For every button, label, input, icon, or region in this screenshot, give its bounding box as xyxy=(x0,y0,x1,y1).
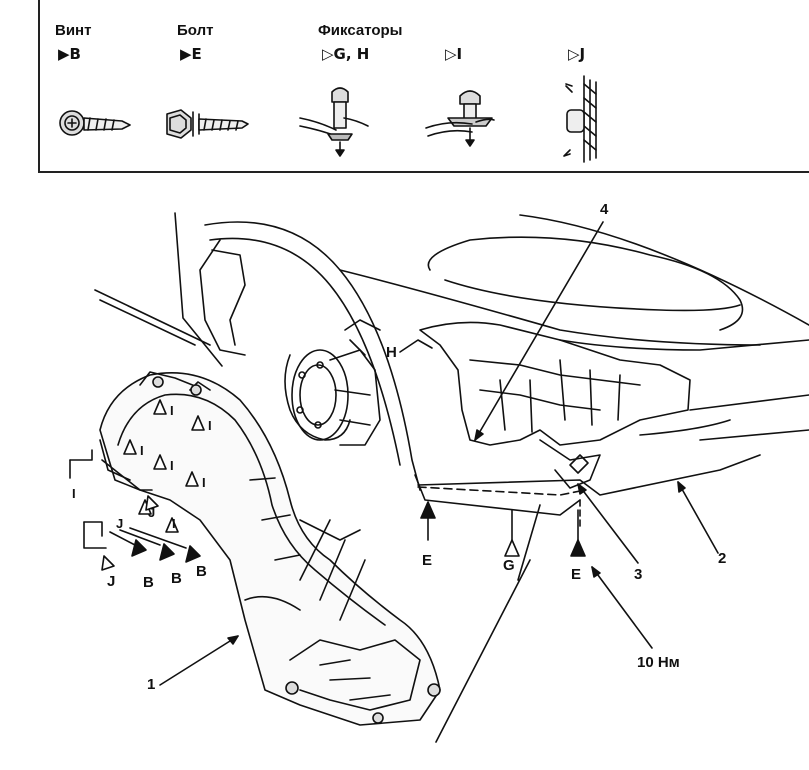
callout-j-3: J xyxy=(107,573,116,590)
leader-part-4 xyxy=(474,221,604,441)
leader-part-2 xyxy=(677,481,719,554)
callout-i-6: I xyxy=(72,486,76,501)
hood-curve xyxy=(427,236,744,331)
body-line-top-2 xyxy=(99,299,196,346)
legend-clip-j-symbol: ▷J xyxy=(568,45,586,63)
clip-j-marker-2 xyxy=(145,495,159,511)
callout-b-3: B xyxy=(196,563,207,580)
screw-b-marker-3 xyxy=(185,545,201,563)
body-line-top xyxy=(94,289,211,346)
screw-icon xyxy=(59,110,131,136)
clip-j-icon xyxy=(563,75,597,163)
body-outline-left xyxy=(174,212,223,367)
leader-part-3 xyxy=(577,483,639,564)
bumper-bottom-dashed xyxy=(417,486,586,496)
callout-j-2: J xyxy=(116,516,124,531)
clip-i-icon xyxy=(425,90,495,147)
screw-b-marker-2 xyxy=(159,543,175,561)
fender-liner xyxy=(99,371,441,726)
legend-bolt-title: Болт xyxy=(177,22,214,39)
callout-j-1: J xyxy=(148,505,156,520)
callout-i-4: I xyxy=(170,458,174,473)
clip-g-marker xyxy=(504,539,520,557)
bumper-top-line xyxy=(519,214,809,326)
callout-h: H xyxy=(386,344,397,361)
clip-i-markers xyxy=(123,399,205,533)
leader-part-1 xyxy=(159,635,239,686)
clip-gh-icon xyxy=(299,87,369,157)
callout-part-3: 3 xyxy=(634,566,643,583)
callout-i-2: I xyxy=(208,418,212,433)
leader-h xyxy=(399,339,433,353)
callout-b-2: B xyxy=(171,570,182,587)
callout-part-2: 2 xyxy=(718,550,727,567)
callout-part-1: 1 xyxy=(147,676,156,693)
callout-b-1: B xyxy=(143,574,154,591)
legend-screw-symbol: ▶B xyxy=(58,45,81,63)
legend-panel xyxy=(38,0,809,173)
callout-i-5: I xyxy=(202,475,206,490)
legend-clips-title: Фиксаторы xyxy=(318,22,403,39)
leader-torque xyxy=(591,566,653,649)
legend-bolt-symbol: ▶E xyxy=(180,45,202,63)
arch-flange xyxy=(199,239,246,356)
callout-i-1: I xyxy=(170,403,174,418)
wheel-arch-inner xyxy=(209,237,401,466)
radiator-support xyxy=(419,321,691,446)
callout-torque: 10 Нм xyxy=(637,654,680,671)
bolt-e-left-marker xyxy=(420,501,436,519)
wheel-arch-outer xyxy=(204,221,421,491)
callout-e-right: E xyxy=(571,566,582,583)
legend-screw-title: Винт xyxy=(55,22,92,39)
bumper-lower xyxy=(417,454,761,496)
legend-clip-gh-symbol: ▷G, H xyxy=(322,45,370,63)
callout-g: G xyxy=(503,557,515,574)
hood-line xyxy=(339,269,761,346)
hub-assembly xyxy=(284,319,381,446)
bolt-e-right-marker xyxy=(570,539,586,557)
legend-clip-i-symbol: ▷I xyxy=(445,45,463,63)
callout-i-3: I xyxy=(140,443,144,458)
bolt-icon xyxy=(166,109,249,139)
clip-j-marker-1 xyxy=(101,555,115,571)
callout-part-4: 4 xyxy=(600,201,609,218)
callout-e-left: E xyxy=(422,552,433,569)
screw-b-marker-1 xyxy=(131,539,147,557)
callout-i-7: I xyxy=(172,516,176,531)
